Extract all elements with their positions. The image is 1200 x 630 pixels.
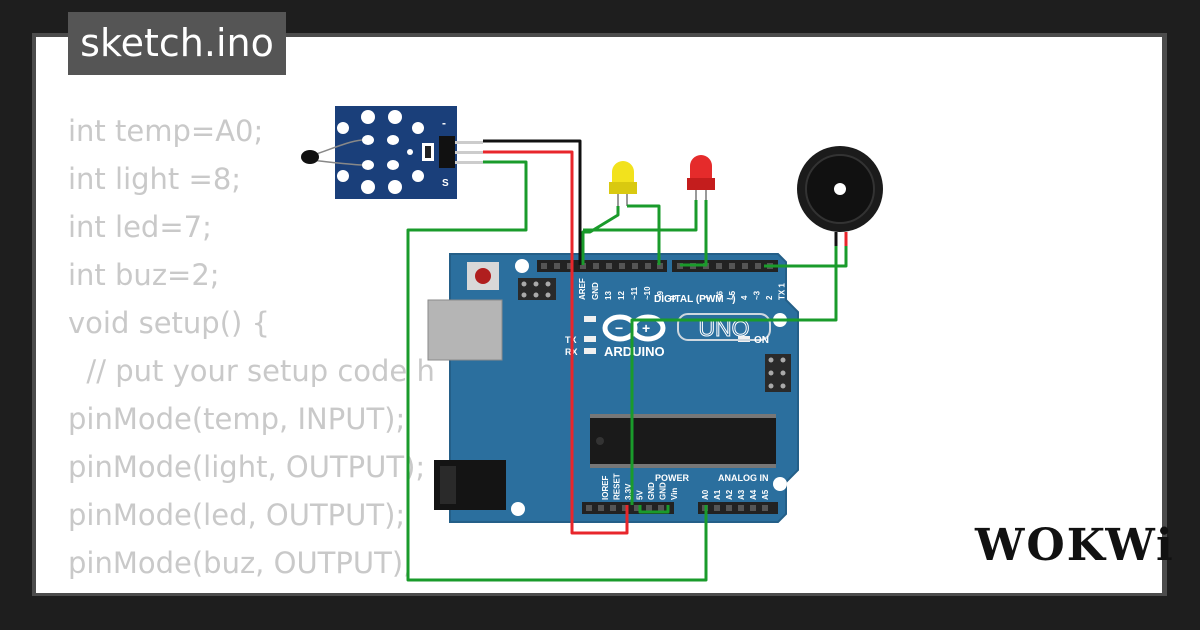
on-label: ON — [754, 335, 769, 346]
wokwi-logo: WOKWi — [975, 520, 1175, 571]
wire-gnd-loop — [638, 505, 670, 514]
wire-sensor-gnd — [483, 139, 582, 265]
code-line: // put your setup code h — [68, 354, 435, 388]
arduino-uno-board[interactable]: − + UNO ARDUINO DIGITAL (PWM ~) POWER AN… — [427, 253, 799, 523]
pin-label: ~11 — [630, 286, 639, 300]
pin-label: A3 — [737, 489, 746, 500]
svg-text:−: − — [615, 320, 623, 336]
pin-label: ~6 — [715, 290, 724, 300]
usb-port — [427, 299, 503, 361]
pin-label: GND — [647, 482, 656, 500]
wire-red-led-pin7 — [680, 200, 708, 267]
reset-button[interactable] — [467, 262, 499, 290]
pin-label: ~3 — [753, 290, 762, 300]
pin-label: RESET — [613, 473, 622, 500]
pin-label: AREF — [578, 278, 587, 300]
digital-pwm-label: DIGITAL (PWM ~) — [654, 294, 736, 305]
yellow-led[interactable] — [609, 161, 637, 206]
pin-label: GND — [591, 282, 600, 300]
file-tab[interactable]: sketch.ino — [68, 12, 286, 75]
code-line: pinMode(buz, OUTPUT); — [68, 546, 413, 580]
analog-header[interactable] — [698, 502, 778, 514]
wire-yellow-led-pin8 — [627, 204, 661, 265]
wire-red-led-gnd — [583, 200, 698, 232]
pin-label: 13 — [604, 291, 613, 300]
sensor-pin-minus: - — [442, 116, 446, 130]
pin-label: GND — [659, 482, 668, 500]
pin-label: 3.3V — [624, 483, 633, 500]
pin-label: RX 0 — [790, 282, 799, 300]
pin-label: 2 — [765, 295, 774, 300]
pin-label: A0 — [701, 489, 710, 500]
pin-label: ~9 — [656, 290, 665, 300]
pin-label: 4 — [740, 295, 749, 300]
pin-label: A5 — [761, 489, 770, 500]
code-line: int temp=A0; — [68, 114, 264, 148]
pin-label: A2 — [725, 489, 734, 500]
microcontroller-chip — [590, 414, 776, 468]
analog-in-label: ANALOG IN — [718, 473, 769, 483]
wire-sensor-signal — [406, 160, 708, 582]
wires[interactable] — [406, 139, 848, 582]
code-line: int led=7; — [68, 210, 212, 244]
power-label: POWER — [655, 473, 690, 483]
code-line: int light =8; — [68, 162, 242, 196]
wire-sensor-vcc — [483, 150, 629, 535]
svg-text:+: + — [642, 320, 650, 336]
pin-label: Vin — [670, 488, 679, 500]
code-line: pinMode(light, OUTPUT); — [68, 450, 426, 484]
code-line: pinMode(led, OUTPUT); — [68, 498, 406, 532]
pin-label: IOREF — [601, 475, 610, 500]
pin-label: A1 — [713, 489, 722, 500]
wire-yellow-led-gnd — [581, 206, 620, 265]
code-line: void setup() { — [68, 306, 270, 340]
code-line: int buz=2; — [68, 258, 220, 292]
thermistor — [301, 150, 319, 164]
wire-buzzer-gnd — [630, 246, 838, 505]
pin-label: TX 1 — [777, 283, 786, 300]
pin-label: A4 — [749, 489, 758, 500]
temperature-sensor-module[interactable]: - S — [301, 106, 483, 199]
pin-label: ~10 — [643, 286, 652, 300]
pin-label: 12 — [617, 291, 626, 300]
piezo-buzzer[interactable] — [797, 146, 883, 246]
red-led[interactable] — [687, 155, 715, 200]
pin-label: 5V — [636, 490, 645, 500]
arduino-label: ARDUINO — [604, 344, 665, 359]
pin-label: ~5 — [728, 290, 737, 300]
code-line: pinMode(temp, INPUT); — [68, 402, 406, 436]
pin-label: 7 — [703, 295, 712, 300]
wire-buzzer-pin2 — [764, 246, 848, 268]
pin-label: 8 — [669, 295, 678, 300]
sensor-pin-s: S — [442, 178, 449, 189]
code-preview: int temp=A0; int light =8; int led=7; int b… — [68, 107, 435, 593]
